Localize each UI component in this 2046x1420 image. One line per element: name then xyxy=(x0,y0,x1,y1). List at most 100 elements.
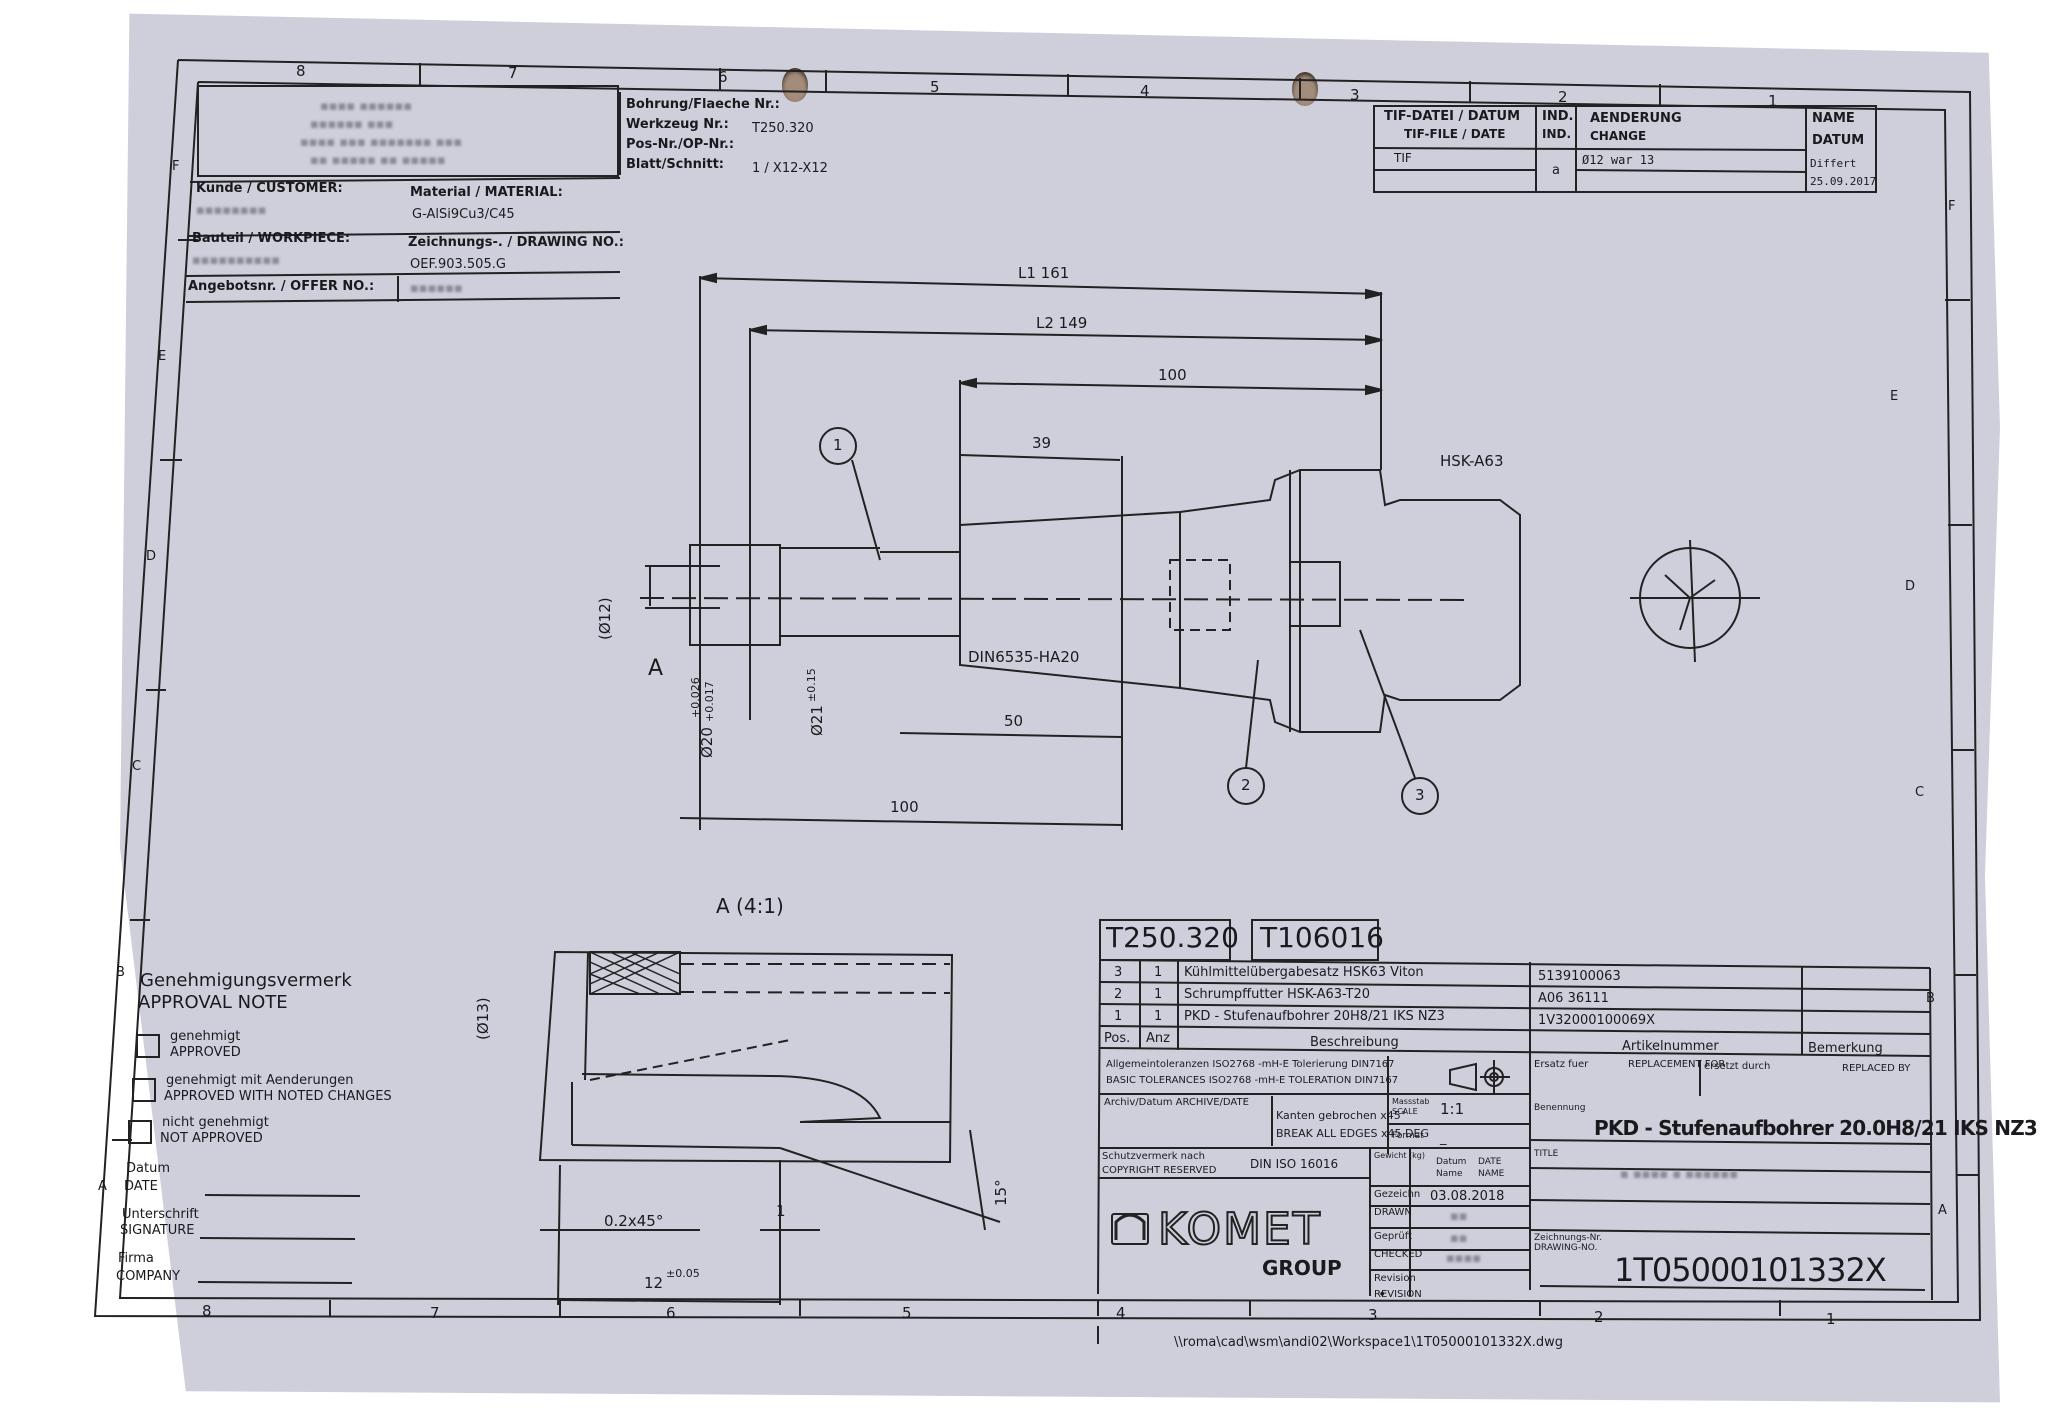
rev-col3-de: AENDERUNG xyxy=(1590,111,1682,126)
customer-label: Kunde / CUSTOMER: xyxy=(196,181,343,196)
approval-company-de: Firma xyxy=(118,1251,154,1266)
werkzeug-value: T250.320 xyxy=(752,121,814,136)
redacted-company-header: ▪▪ ▪▪▪▪▪ ▪▪ ▪▪▪▪▪ xyxy=(310,153,446,168)
rev-col3-en: CHANGE xyxy=(1590,129,1647,143)
approval-checkbox-not-approved[interactable] xyxy=(128,1120,152,1144)
dim-dia20-tol-upper: +0.026 xyxy=(689,677,702,718)
parts-header-desc: Beschreibung xyxy=(1310,1035,1399,1050)
customer-value-redacted: ▪▪▪▪▪▪▪▪ xyxy=(196,203,267,218)
zone-label-left: C xyxy=(132,759,142,774)
zone-label-top: 1 xyxy=(1768,92,1778,110)
detail-dim-12: 12 xyxy=(644,1274,664,1292)
checked-name-redacted: ▪▪▪▪ xyxy=(1446,1251,1482,1266)
copyright-de: Schutzvermerk nach xyxy=(1102,1151,1205,1162)
detail-dim-12-tol: ±0.05 xyxy=(666,1267,700,1280)
detail-view-title: A (4:1) xyxy=(716,894,784,918)
workpiece-value-redacted: ▪▪▪▪▪▪▪▪▪▪ xyxy=(192,253,281,268)
material-value: G-AlSi9Cu3/C45 xyxy=(412,207,515,222)
scale-label-de: Massstab xyxy=(1392,1097,1430,1106)
offer-value-redacted: ▪▪▪▪▪▪ xyxy=(410,281,463,296)
dim-l1: L1 161 xyxy=(1018,264,1070,282)
zone-label-left: B xyxy=(116,965,125,980)
drawing-no-label: Zeichnungs-. / DRAWING NO.: xyxy=(408,235,624,250)
parts-header-article: Artikelnummer xyxy=(1622,1039,1719,1054)
part-pos: 1 xyxy=(1114,1009,1123,1024)
zone-label-top: 2 xyxy=(1558,88,1568,106)
datum-en: DATE xyxy=(1478,1157,1502,1167)
rev-col2-en: IND. xyxy=(1542,127,1572,141)
name-en: NAME xyxy=(1478,1169,1505,1179)
replaced-by-de: ersetzt durch xyxy=(1704,1061,1771,1072)
rev-col4-en: DATUM xyxy=(1812,133,1865,148)
rev-col1-de: TIF-DATEI / DATUM xyxy=(1384,109,1521,124)
datum-de: Datum xyxy=(1436,1157,1467,1167)
drawing-name: PKD - Stufenaufbohrer 20.0H8/21 IKS NZ3 xyxy=(1594,1116,2038,1140)
approval-company-en: COMPANY xyxy=(116,1269,181,1284)
zone-label-bottom: 7 xyxy=(430,1304,440,1322)
balloon-3: 3 xyxy=(1415,786,1425,804)
checked-date-redacted: ▪▪ xyxy=(1450,1231,1468,1246)
tolerance-en: BASIC TOLERANCES ISO2768 -mH-E TOLERATIO… xyxy=(1106,1075,1399,1086)
replacement-for-de: Ersatz fuer xyxy=(1534,1059,1589,1070)
zone-label-top: 4 xyxy=(1140,82,1150,100)
revision-de: Revision xyxy=(1374,1273,1416,1284)
drawing-no-label-en: DRAWING-NO. xyxy=(1534,1243,1598,1253)
balloon-1: 1 xyxy=(833,436,843,454)
replacement-for-en: REPLACEMENT FOR xyxy=(1628,1059,1726,1070)
rev-col2-de: IND. xyxy=(1542,109,1574,124)
parts-header-note: Bemerkung xyxy=(1808,1041,1883,1056)
dim-39: 39 xyxy=(1032,434,1052,452)
drawn-de: Gezeichn xyxy=(1374,1189,1421,1200)
revision-en: REVISION xyxy=(1374,1289,1422,1300)
pos-label: Pos-Nr./OP-Nr.: xyxy=(626,137,735,152)
section-marker-a: A xyxy=(648,656,664,681)
drawing-no-value: OEF.903.505.G xyxy=(410,257,506,272)
zone-label-bottom: 6 xyxy=(666,1304,676,1322)
detail-dim-1: 1 xyxy=(776,1202,786,1220)
edges-de: Kanten gebrochen x45° xyxy=(1276,1109,1407,1122)
part-qty: 1 xyxy=(1154,965,1163,980)
title-label: TITLE xyxy=(1534,1149,1559,1159)
zone-label-right: A xyxy=(1938,1203,1947,1218)
bohrung-label: Bohrung/Flaeche Nr.: xyxy=(626,97,780,112)
dim-dia21: Ø21 xyxy=(808,705,826,736)
name-de: Name xyxy=(1436,1169,1463,1179)
rev-col1-en: TIF-FILE / DATE xyxy=(1404,127,1506,141)
approval-title-de: Genehmigungsvermerk xyxy=(140,970,352,991)
blatt-label: Blatt/Schnitt: xyxy=(626,157,724,172)
drawn-name-redacted: ▪▪ xyxy=(1450,1209,1468,1224)
rev-row-name: Differt xyxy=(1810,157,1857,170)
copyright-standard: DIN ISO 16016 xyxy=(1250,1157,1339,1171)
scale-value: 1:1 xyxy=(1440,1100,1465,1118)
material-label: Material / MATERIAL: xyxy=(410,185,563,200)
part-qty: 1 xyxy=(1154,987,1163,1002)
approval-option-de: nicht genehmigt xyxy=(162,1115,269,1130)
din-label: DIN6535-HA20 xyxy=(968,648,1080,666)
rev-row-date: 25.09.2017 xyxy=(1810,175,1877,188)
file-path: \\roma\cad\wsm\andi02\Workspace1\1T05000… xyxy=(1174,1335,1564,1350)
zone-label-left: A xyxy=(98,1179,107,1194)
checked-en: CHECKED xyxy=(1374,1249,1423,1260)
punch-hole xyxy=(782,68,808,102)
name-label: Benennung xyxy=(1534,1103,1586,1113)
part-description: Schrumpffutter HSK-A63-T20 xyxy=(1184,987,1371,1002)
approval-checkbox-approved[interactable] xyxy=(136,1034,160,1058)
format-value: _ xyxy=(1440,1131,1447,1146)
werkzeug-label: Werkzeug Nr.: xyxy=(626,117,729,132)
approval-signature-en: SIGNATURE xyxy=(120,1223,195,1238)
hsk-label: HSK-A63 xyxy=(1440,452,1504,470)
zone-label-bottom: 4 xyxy=(1116,1304,1126,1322)
dim-100-bottom: 100 xyxy=(890,798,919,816)
format-label: Format xyxy=(1392,1131,1424,1141)
approval-checkbox-approved-with-changes[interactable] xyxy=(132,1078,156,1102)
zone-label-right: C xyxy=(1915,785,1925,800)
dim-100-top: 100 xyxy=(1158,366,1187,384)
rev-row-ind: a xyxy=(1552,163,1560,178)
part-article: A06 36111 xyxy=(1538,991,1609,1006)
workpiece-label: Bauteil / WORKPIECE: xyxy=(192,231,351,246)
edges-en: BREAK ALL EDGES x45 DEG xyxy=(1276,1127,1429,1140)
approval-option-en: APPROVED xyxy=(170,1045,241,1060)
redacted-company-header: ▪▪▪▪▪▪ ▪▪▪ xyxy=(310,117,394,132)
drawing-no-label-de: Zeichnungs-Nr. xyxy=(1534,1233,1603,1243)
zone-label-right: D xyxy=(1905,579,1916,594)
